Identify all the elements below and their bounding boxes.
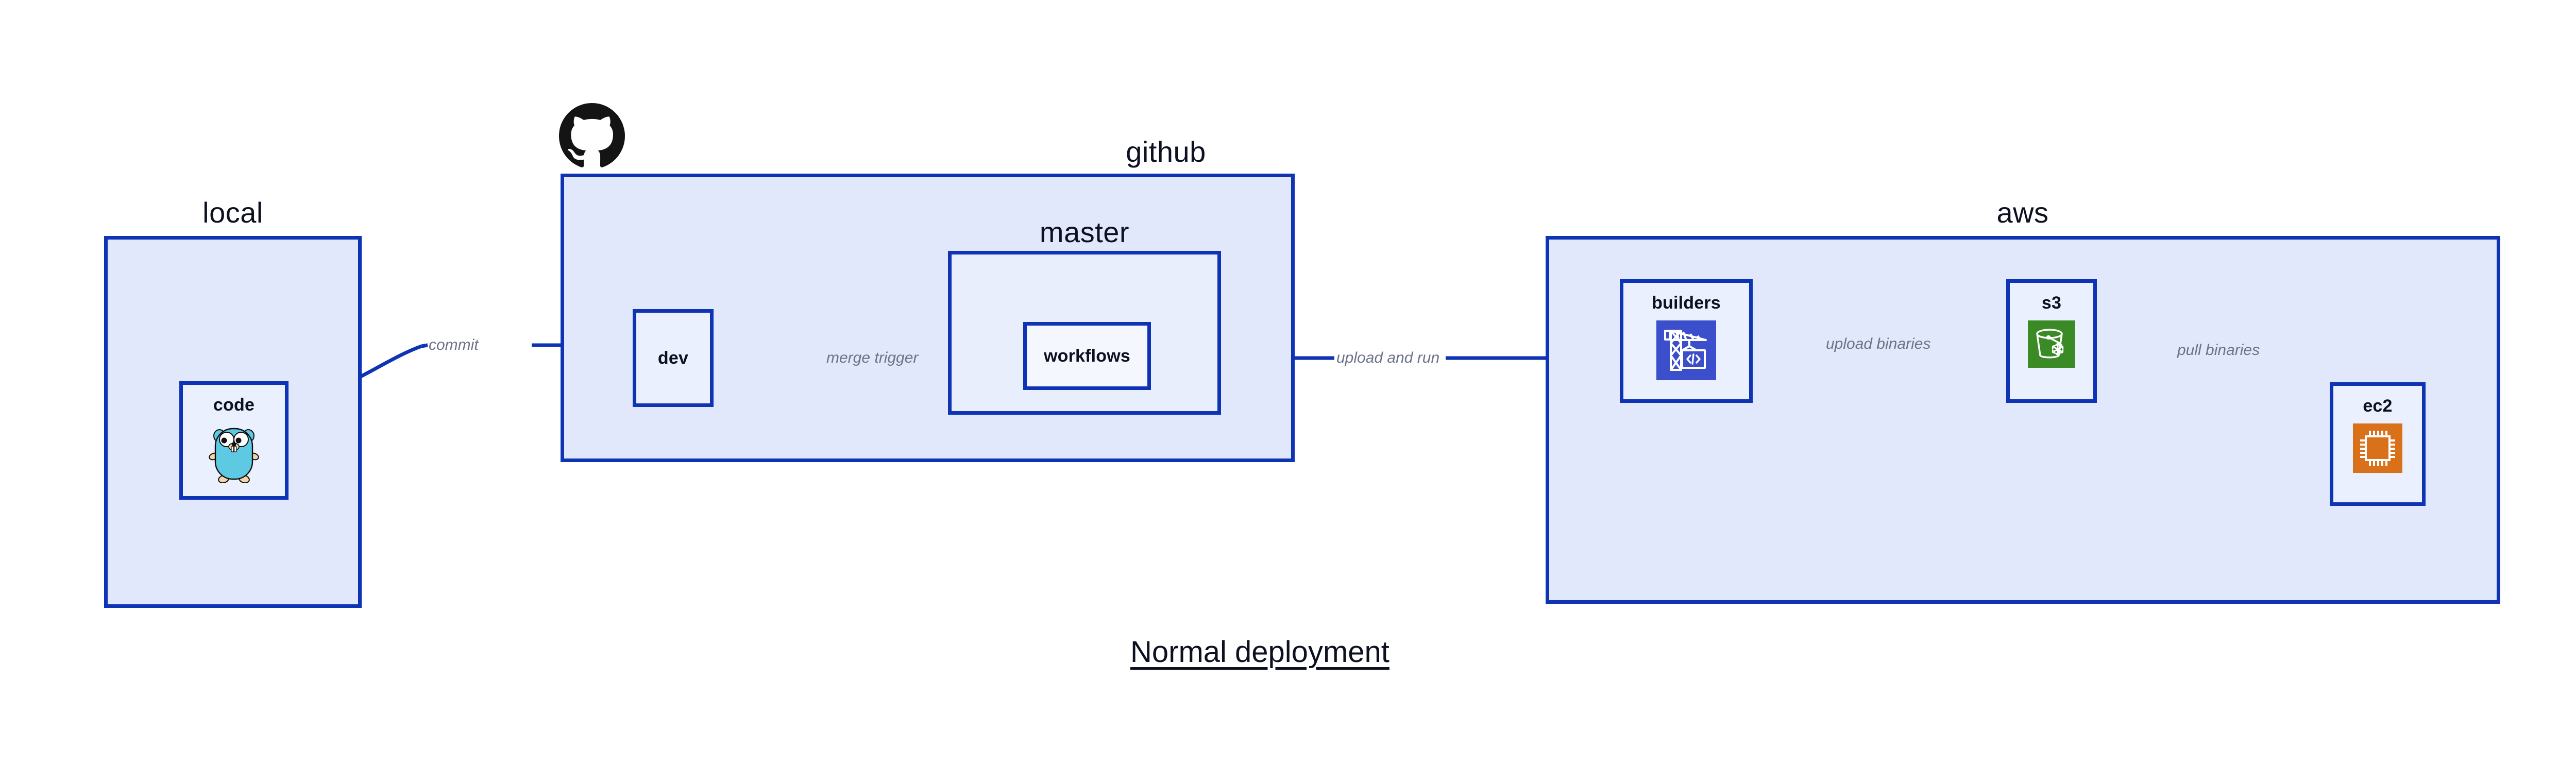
node-builders[interactable]: builders <box>1620 279 1753 403</box>
edge-label-upload-binaries: upload binaries <box>1826 335 1931 352</box>
node-workflows[interactable]: workflows <box>1023 322 1151 390</box>
node-s3[interactable]: s3 <box>2006 279 2097 403</box>
github-octocat-icon <box>559 103 625 172</box>
node-dev[interactable]: dev <box>633 309 714 407</box>
node-ec2-label: ec2 <box>2363 396 2393 416</box>
node-dev-label: dev <box>657 348 689 368</box>
node-builders-label: builders <box>1652 293 1721 313</box>
edge-label-commit: commit <box>429 336 479 353</box>
zone-label-github: github <box>1126 135 1206 168</box>
aws-builders-crane-icon <box>1656 320 1716 383</box>
edge-label-pull-binaries: pull binaries <box>2177 342 2260 359</box>
node-code-label: code <box>213 395 255 415</box>
edge-label-upload-and-run: upload and run <box>1336 349 1440 366</box>
subzone-label-master: master <box>1039 216 1130 248</box>
edge-label-merge-trigger: merge trigger <box>826 349 919 366</box>
diagram-title: Normal deployment <box>1130 635 1389 669</box>
node-code[interactable]: code <box>179 381 289 500</box>
node-ec2[interactable]: ec2 <box>2330 382 2426 506</box>
aws-ec2-chip-icon <box>2353 423 2402 476</box>
node-s3-label: s3 <box>2041 293 2062 313</box>
aws-s3-bucket-icon <box>2028 320 2075 370</box>
node-workflows-label: workflows <box>1043 346 1131 366</box>
zone-label-local: local <box>202 196 263 229</box>
zone-label-aws: aws <box>1996 196 2049 229</box>
go-gopher-icon <box>208 422 260 486</box>
